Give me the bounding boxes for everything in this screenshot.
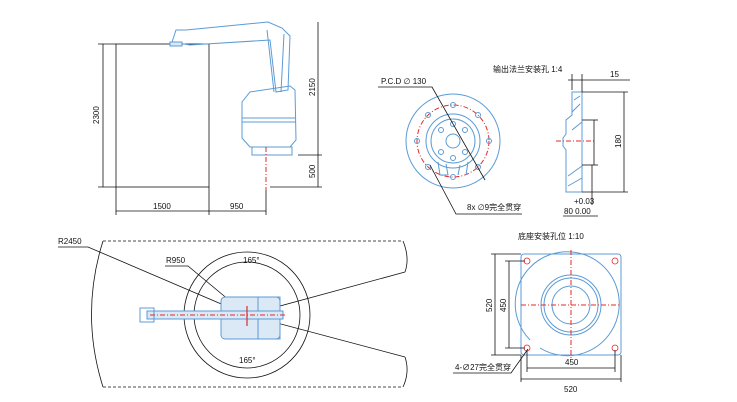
- base-title: 底座安装孔位 1:10: [518, 231, 584, 241]
- pcd-label: P.C.D ∅ 130: [381, 77, 427, 86]
- dim-2150: 2150: [308, 78, 317, 96]
- outer-radius-label: R2450: [58, 237, 82, 246]
- dim-450-horizontal: 450: [565, 358, 579, 367]
- dim-520-horizontal: 520: [564, 385, 578, 394]
- robot-side: [169, 21, 297, 190]
- tolerance-lower: 80 0.00: [564, 207, 591, 216]
- dim-450-vertical: 450: [499, 298, 508, 312]
- base-holes-label: 4-∅27完全贯穿: [455, 362, 511, 372]
- dim-1500: 1500: [153, 202, 171, 211]
- stack-box: [115, 43, 210, 188]
- side-view: 2300 1500 950 2150 500: [92, 21, 322, 215]
- angle-top-label: 165°: [243, 256, 260, 265]
- flange-section: [556, 91, 596, 193]
- flange-view: 输出法兰安装孔 1:4 P.C.D ∅ 130 8x ∅9完全贯穿 15 180…: [378, 64, 630, 217]
- dim-950: 950: [230, 202, 244, 211]
- dim-520-vertical: 520: [485, 298, 494, 312]
- workspace-view: R2450 R950 165° 165°: [58, 237, 408, 388]
- flange-title: 输出法兰安装孔 1:4: [493, 64, 563, 74]
- angle-bottom-label: 165°: [239, 356, 256, 365]
- inner-radius-label: R950: [166, 256, 186, 265]
- dim-180: 180: [614, 134, 623, 148]
- dim-2300: 2300: [92, 106, 101, 124]
- robot-top: [139, 296, 285, 340]
- tolerance-upper: +0.03: [574, 197, 595, 206]
- dim-500: 500: [308, 164, 317, 178]
- dim-15: 15: [610, 70, 619, 79]
- base-view: 底座安装孔位 1:10 520 450 450 520 4-∅27完全贯穿: [453, 231, 622, 394]
- flange-holes-label: 8x ∅9完全贯穿: [467, 202, 521, 212]
